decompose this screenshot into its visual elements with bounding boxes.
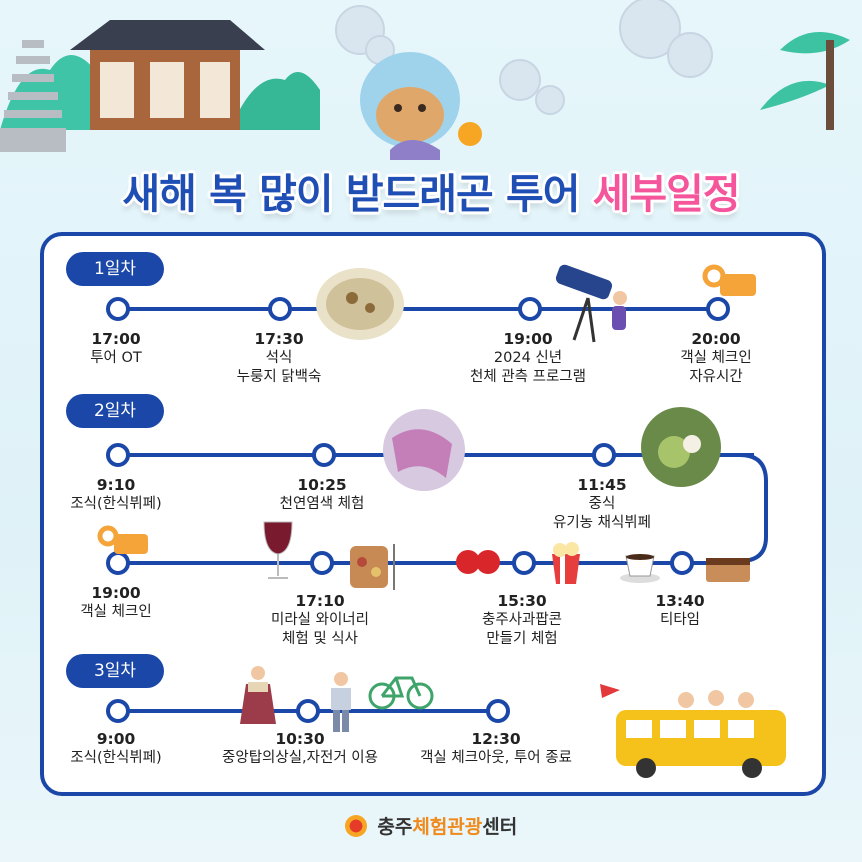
- timeline-dot: [106, 443, 130, 467]
- timeline-dot: [512, 551, 536, 575]
- timeline-dot: [296, 699, 320, 723]
- bicycle-icon: [368, 676, 434, 710]
- hanbok-woman-icon: [240, 666, 276, 724]
- day-1-badge: 1일차: [66, 252, 164, 286]
- title-highlight: 세부일정: [592, 170, 741, 218]
- timeline-dot: [706, 297, 730, 321]
- tour-bus-icon: [600, 684, 786, 778]
- telescope-icon: [555, 264, 627, 343]
- dakbaeksuk-image-icon: [316, 268, 404, 340]
- timeline-dot: [106, 699, 130, 723]
- timeline-dot: [268, 297, 292, 321]
- timeline-dot: [312, 443, 336, 467]
- room-key-icon: [702, 264, 756, 296]
- charcuterie-board-icon: [350, 544, 395, 590]
- footer-text-3: 센터: [482, 816, 518, 838]
- schedule-card: [40, 232, 826, 796]
- day-2-timeline-curve: [720, 453, 768, 563]
- wine-glass-icon: [263, 521, 293, 579]
- footer-text-2: 체험관광: [412, 816, 483, 838]
- tiramisu-icon: [706, 558, 750, 582]
- vegetarian-buffet-image-icon: [641, 407, 721, 487]
- day-3-badge: 3일차: [66, 654, 164, 688]
- day-2-badge: 2일차: [66, 394, 164, 428]
- room-key-icon: [97, 525, 148, 554]
- timeline-dot: [106, 297, 130, 321]
- header-illustration: [0, 0, 850, 160]
- logo-sun-icon: [344, 815, 367, 837]
- title-main: 새해 복 많이 받드래곤 투어: [122, 170, 580, 218]
- timeline-dot: [310, 551, 334, 575]
- footer-logo: 충주체험관광센터: [0, 812, 862, 839]
- timeline-dot: [486, 699, 510, 723]
- apple-icon: [456, 550, 500, 574]
- timeline-dot: [670, 551, 694, 575]
- footer-text-1: 충주: [377, 816, 413, 838]
- day-2-timeline-bottom: [118, 561, 724, 565]
- page-title: 새해 복 많이 받드래곤 투어 세부일정: [0, 160, 862, 220]
- popcorn-icon: [552, 542, 580, 584]
- timeline-dot: [592, 443, 616, 467]
- day-1-timeline: [118, 307, 718, 311]
- natural-dye-image-icon: [383, 409, 465, 491]
- timeline-dot: [518, 297, 542, 321]
- coffee-cup-icon: [620, 554, 660, 583]
- hanbok-man-icon: [331, 672, 351, 732]
